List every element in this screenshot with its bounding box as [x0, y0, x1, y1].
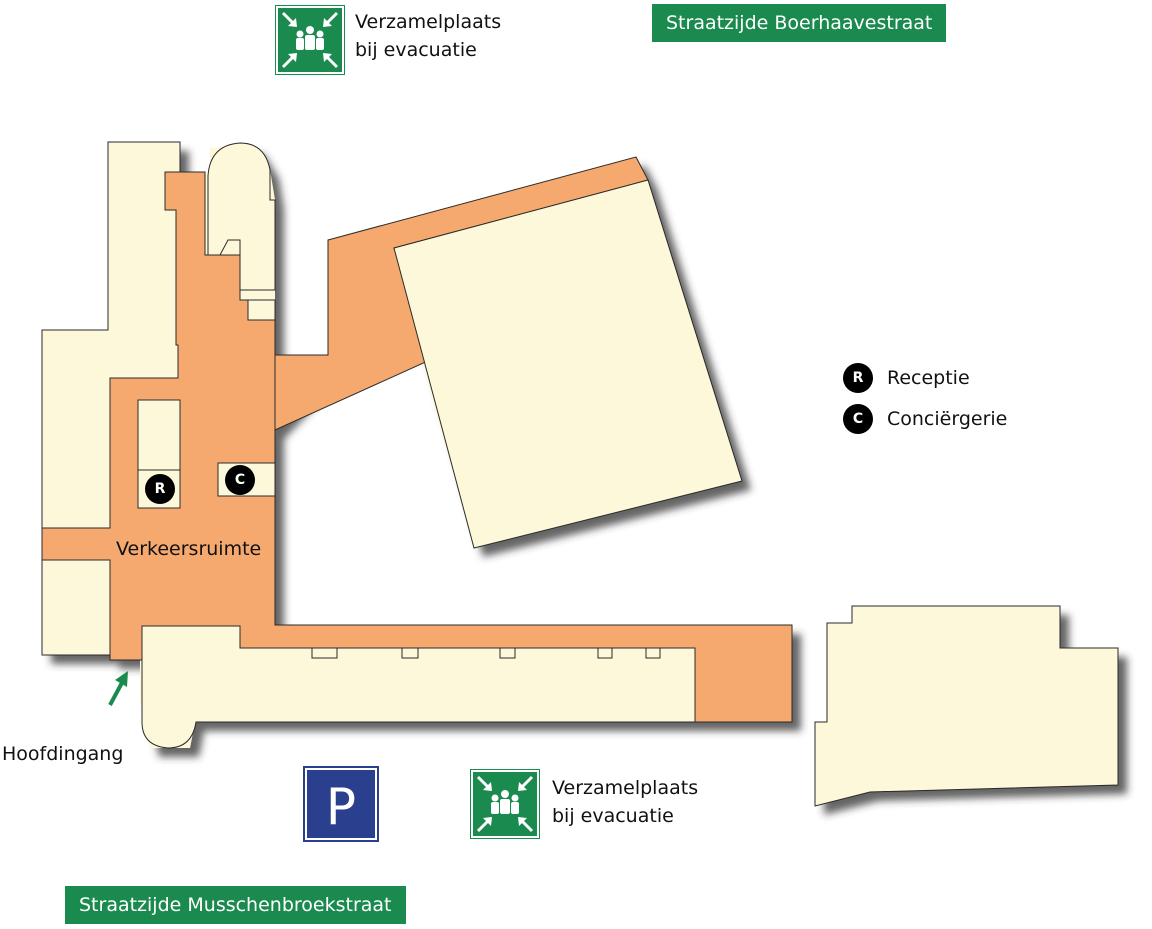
legend-label: Conciërgerie [887, 408, 1008, 430]
assembly-point-label-line1: Verzamelplaats [552, 777, 699, 799]
assembly-point-label-line2: bij evacuatie [552, 805, 674, 827]
room-east-building [814, 605, 1119, 807]
room-south-wing [141, 625, 696, 749]
legend-label: Receptie [887, 367, 970, 389]
legend-item-concierge: C Conciërgerie [843, 404, 1007, 434]
entrance-label: Hoofdingang [2, 743, 124, 765]
room-north-west [41, 141, 181, 529]
room-south-west [41, 559, 111, 656]
reception-marker: R [145, 474, 175, 504]
legend-item-reception: R Receptie [843, 363, 970, 393]
assembly-point-label-line2: bij evacuatie [355, 39, 477, 61]
room-tower [207, 142, 276, 291]
reception-badge-icon: R [843, 363, 873, 393]
assembly-point-icon [470, 769, 540, 839]
assembly-point-label-line1: Verzamelplaats [355, 11, 502, 33]
parking-icon: P [303, 766, 379, 842]
assembly-point-icon [275, 5, 345, 75]
corridor-label: Verkeersruimte [116, 538, 262, 560]
east-hall [393, 179, 743, 549]
parking-letter: P [326, 778, 356, 836]
green-arrow-icon [108, 671, 128, 706]
concierge-marker: C [225, 465, 255, 495]
room-small-tower [247, 299, 276, 321]
street-label-top: Straatzijde Boerhaavestraat [652, 4, 947, 42]
street-label-bottom: Straatzijde Musschenbroekstraat [65, 886, 406, 924]
concierge-badge-icon: C [843, 404, 873, 434]
room-reception-top [137, 399, 181, 471]
